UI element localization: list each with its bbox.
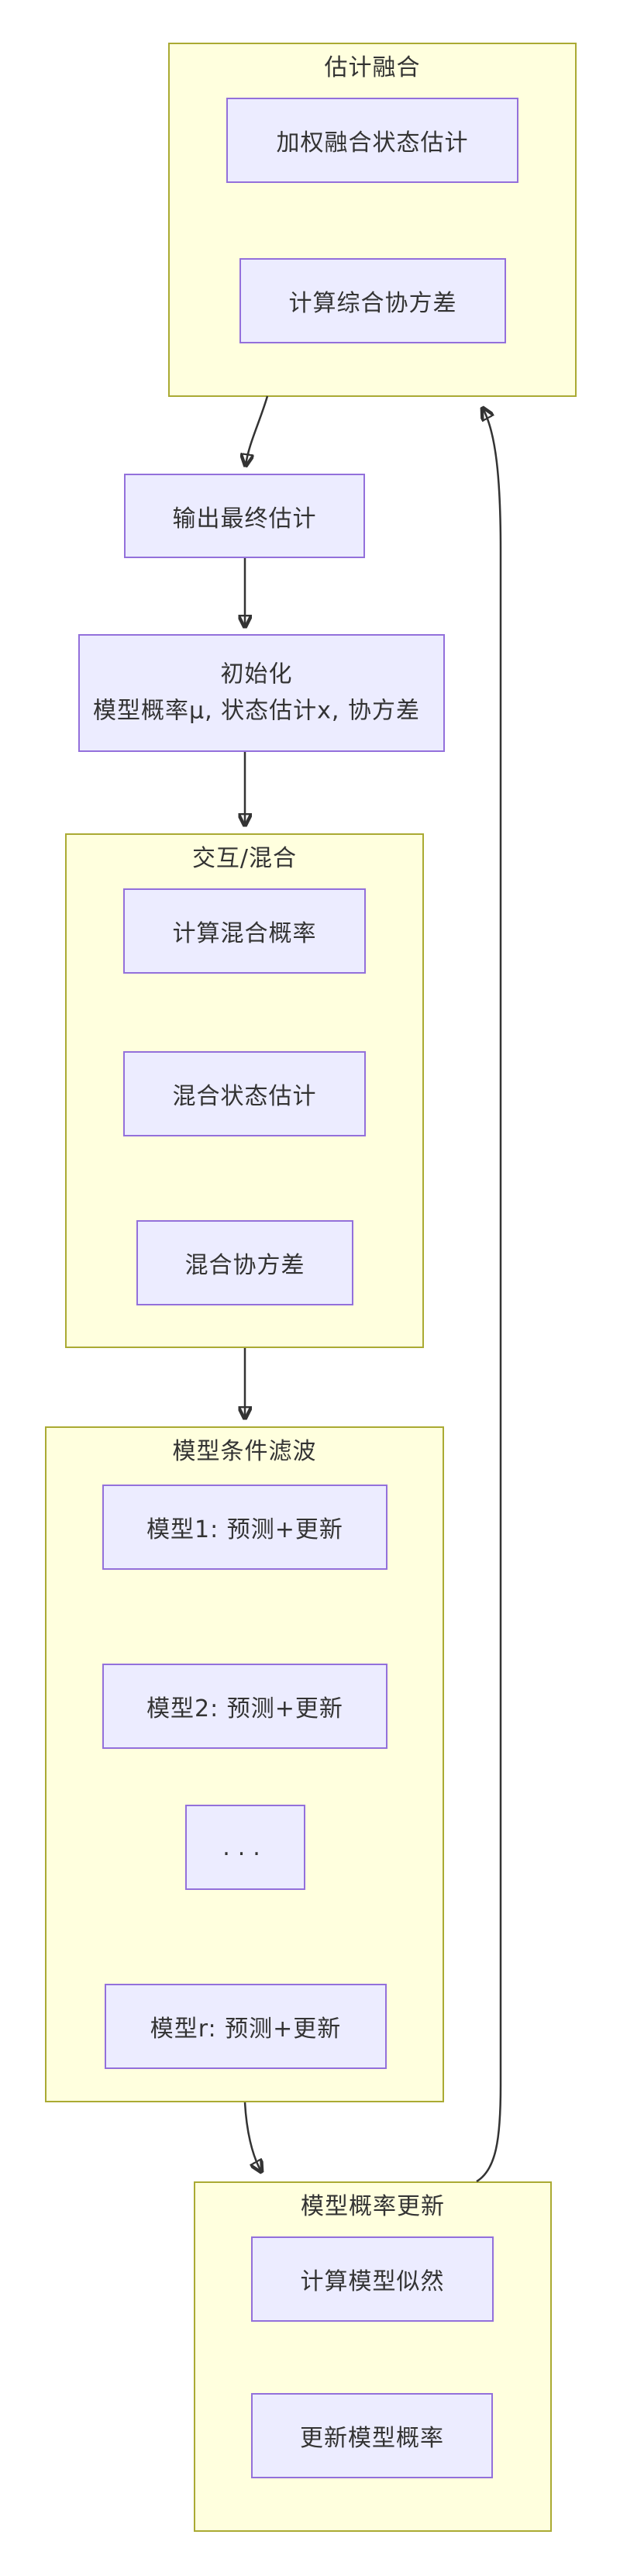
init-line1: 初始化 [220,660,293,688]
node-label: 更新模型概率 [300,2425,444,2452]
cluster-model-probability-update: 模型概率更新 [194,2181,552,2532]
node-mixed-covariance: 混合协方差 [136,1220,353,1305]
cluster-model-probability-update-title: 模型概率更新 [301,2193,445,2220]
node-weighted-fusion-state-estimate: 加权融合状态估计 [226,98,518,183]
node-compute-mixing-probabilities: 计算混合概率 [123,888,366,974]
node-label: 计算综合协方差 [288,290,457,317]
edge-filtering-to-probupdate [243,2102,261,2171]
node-label: 模型r: 预测+更新 [150,2016,342,2043]
node-initialization-label: 初始化 模型概率μ, 状态估计x, 协方差 [93,657,420,729]
node-output-final-estimate: 输出最终估计 [124,474,365,558]
node-compute-model-likelihood: 计算模型似然 [251,2236,494,2322]
node-update-model-probabilities: 更新模型概率 [251,2393,493,2478]
node-initialization: 初始化 模型概率μ, 状态估计x, 协方差 [78,634,445,752]
cluster-estimation-fusion-title: 估计融合 [324,54,421,81]
cluster-model-conditioned-filtering-title: 模型条件滤波 [172,1438,317,1465]
node-label: 混合状态估计 [172,1083,317,1110]
node-label: 加权融合状态估计 [276,129,469,157]
node-label: 模型1: 预测+更新 [146,1516,343,1543]
node-label: 计算模型似然 [300,2268,445,2295]
cluster-interaction-mixing-title: 交互/混合 [191,845,298,872]
node-modelr-predict-update: 模型r: 预测+更新 [105,1984,387,2069]
node-model1-predict-update: 模型1: 预测+更新 [102,1485,388,1570]
node-label: 计算混合概率 [172,920,317,947]
node-model2-predict-update: 模型2: 预测+更新 [102,1664,388,1749]
edge-probupdate-to-fusion-feedback [476,409,502,2183]
node-compute-combined-covariance: 计算综合协方差 [239,258,506,343]
node-label: 混合协方差 [184,1252,305,1279]
cluster-estimation-fusion: 估计融合 [168,43,577,397]
node-label: 输出最终估计 [172,505,317,533]
init-line2: 模型概率μ, 状态估计x, 协方差 [93,697,420,724]
edge-fusion-to-output [246,395,269,465]
node-label: ... [222,1833,268,1861]
node-mixed-state-estimate: 混合状态估计 [123,1051,366,1136]
node-ellipsis: ... [185,1805,305,1890]
node-label: 模型2: 预测+更新 [146,1695,343,1723]
